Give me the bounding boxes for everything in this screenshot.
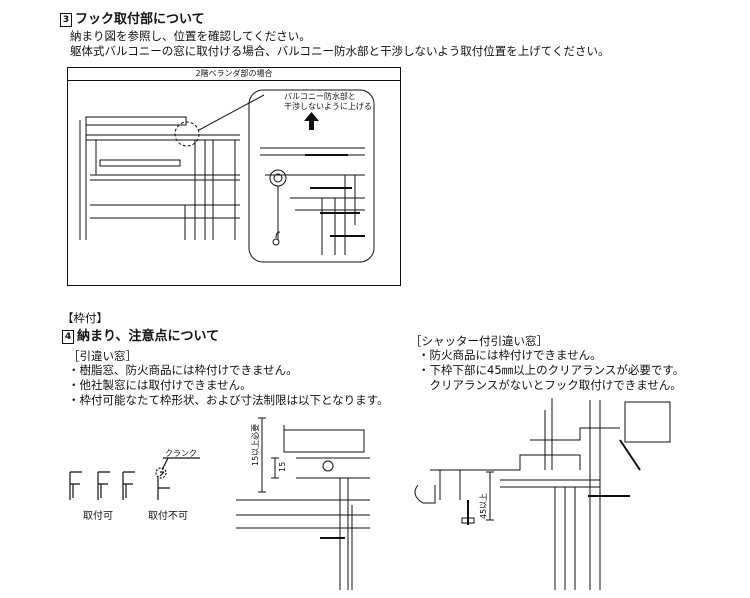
left-subtitle: ［引違い窓］ xyxy=(68,349,137,363)
section3-title: フック取付部について xyxy=(75,12,205,27)
up-arrow-icon xyxy=(304,112,319,130)
balcony-diagram-caption: 2階ベランダ部の場合 xyxy=(195,69,273,78)
ng-label: 取付不可 xyxy=(148,511,188,522)
callout-line-2: 干渉しないように上げる xyxy=(284,102,372,111)
left-note-item: ・樹脂窓、防火商品には枠付けできません。 xyxy=(68,363,298,377)
section4-bracket-label: 【枠付】 xyxy=(62,311,108,325)
dim-label-45: 45以上 xyxy=(479,492,488,519)
right-note-item: ・下枠下部に45㎜以上のクリアランスが必要です。 xyxy=(418,363,685,377)
paragraph-line-2: 躯体式バルコニーの窓に取付ける場合、バルコニー防水部と干渉しないよう取付位置を上… xyxy=(70,44,610,58)
right-note-item: クリアランスがないとフック取付けできません。 xyxy=(418,378,682,392)
section4-title: 納まり、注意点について xyxy=(77,329,220,344)
callout-line-1: バルコニー防水部と xyxy=(284,92,356,101)
crank-label: クランク xyxy=(165,449,197,458)
balcony-callout-note: バルコニー防水部と 干渉しないように上げる xyxy=(284,92,372,112)
right-notes-list: ・防火商品には枠付けできません。 ・下枠下部に45㎜以上のクリアランスが必要です… xyxy=(418,348,684,393)
right-subtitle: ［シャッター付引違い窓］ xyxy=(410,334,548,348)
left-note-item: ・枠付可能なたて枠形状、および寸法制限は以下となります。 xyxy=(68,393,389,407)
section3-number: 3 xyxy=(60,13,72,27)
section4-number: 4 xyxy=(62,330,74,344)
left-note-item: ・他社製窓には取付けできません。 xyxy=(68,378,252,392)
balcony-diagram-caption-bar: 2階ベランダ部の場合 xyxy=(67,67,401,81)
ok-label: 取付可 xyxy=(83,511,113,522)
left-notes-list: ・樹脂窓、防火商品には枠付けできません。 ・他社製窓には取付けできません。 ・枠… xyxy=(68,363,389,408)
right-note-item: ・防火商品には枠付けできません。 xyxy=(418,348,602,362)
section3-paragraph: 納まり図を参照し、位置を確認してください。 躯体式バルコニーの窓に取付ける場合、… xyxy=(70,29,609,59)
paragraph-line-1: 納まり図を参照し、位置を確認してください。 xyxy=(70,29,311,43)
